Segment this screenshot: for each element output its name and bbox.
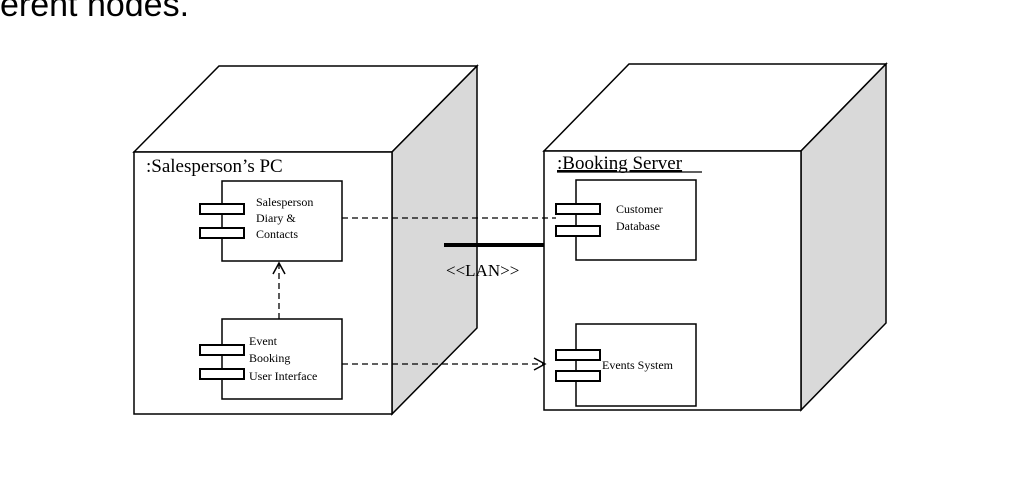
component-customer-database: Customer Database <box>555 179 697 261</box>
component-label-line: Database <box>616 219 660 233</box>
component-label-line: Contacts <box>256 227 298 241</box>
component-box <box>575 323 697 407</box>
component-label-line: User Interface <box>249 369 317 383</box>
component-salesperson-diary-contacts: Salesperson Diary & Contacts <box>199 180 343 262</box>
component-tab-icon <box>199 203 245 215</box>
component-label-line: Events System <box>602 358 674 372</box>
component-tab-icon <box>199 368 245 380</box>
component-event-booking-ui: Event Booking User Interface <box>199 318 343 400</box>
component-box <box>221 180 343 262</box>
slide-heading-fragment: erent nodes. <box>0 0 190 24</box>
component-box <box>221 318 343 400</box>
component-label-line: Diary & <box>256 211 296 225</box>
node-label-booking-server: :Booking Server <box>557 153 683 174</box>
component-tab-icon <box>555 225 601 237</box>
component-label-line: Customer <box>616 202 663 216</box>
component-tab-icon <box>199 227 245 239</box>
component-label-line: Event <box>249 334 278 348</box>
component-tab-icon <box>555 349 601 361</box>
component-label-line: Booking <box>249 351 290 365</box>
component-tab-icon <box>199 344 245 356</box>
component-tab-icon <box>555 370 601 382</box>
component-events-system: Events System <box>555 323 697 407</box>
component-tab-icon <box>555 203 601 215</box>
component-box <box>575 179 697 261</box>
node-label-salespersons-pc: :Salesperson’s PC <box>146 156 283 177</box>
component-label-line: Salesperson <box>256 195 313 209</box>
lan-connection-label: <<LAN>> <box>446 261 519 280</box>
